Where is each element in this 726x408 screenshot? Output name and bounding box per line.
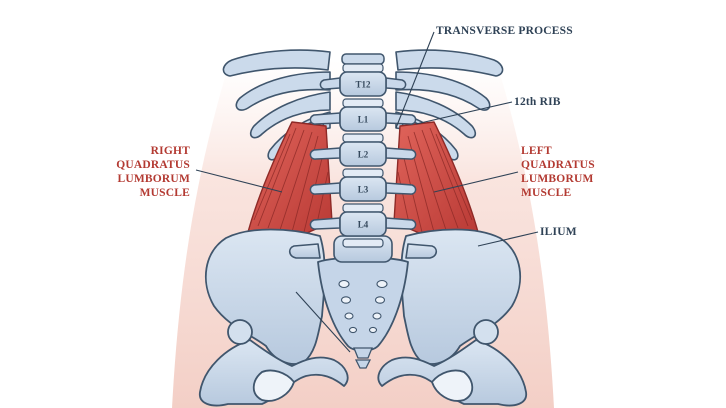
label-line: LUMBORUM: [521, 173, 594, 185]
vertebra-label: T12: [355, 80, 371, 90]
vertebra-label: L4: [358, 220, 369, 230]
transverse-process: [385, 217, 417, 230]
vertebral-body: [339, 106, 387, 132]
label-line: QUADRATUS: [116, 159, 190, 171]
left-quadratus-lumborum: [393, 121, 479, 237]
transverse-process: [309, 217, 341, 230]
vertebral-body: [339, 211, 387, 237]
intervertebral-disc: [342, 98, 384, 108]
label-left-quadratus-lumborum: LEFT QUADRATUS LUMBORUM MUSCLE: [521, 144, 621, 200]
transverse-process: [309, 182, 341, 195]
vertebra-label: L3: [358, 185, 369, 195]
leader-ilium: [477, 231, 539, 247]
ilium: [400, 228, 522, 365]
leader-lines: [195, 31, 539, 353]
vertebra-t12: T12: [319, 63, 407, 97]
vertebra-l4: L4: [309, 203, 417, 237]
label-line: LEFT: [521, 145, 552, 157]
transverse-process: [385, 147, 417, 160]
leader-right-qlm: [195, 169, 283, 193]
transverse-process: [385, 77, 407, 90]
transverse-process: [385, 182, 417, 195]
vertebral-body: [339, 176, 387, 202]
vertebra-l1: L1: [309, 98, 417, 132]
left-rib-cage: [395, 49, 504, 161]
leader-12th-rib: [415, 101, 513, 125]
label-line: MUSCLE: [521, 187, 572, 199]
transverse-process: [309, 147, 341, 160]
label-transverse-process: TRANSVERSE PROCESS: [436, 25, 573, 37]
label-12th-rib: 12th RIB: [514, 96, 561, 108]
vertebral-body: [339, 71, 387, 97]
intervertebral-disc: [342, 133, 384, 143]
intervertebral-disc: [342, 238, 384, 248]
vertebra-l3: L3: [309, 168, 417, 202]
vertebra-label: L2: [358, 150, 369, 160]
label-line: QUADRATUS: [521, 159, 595, 171]
coccyx: [353, 347, 373, 369]
sacrum: [317, 256, 409, 369]
transverse-process: [309, 112, 341, 125]
label-line: RIGHT: [150, 145, 190, 157]
pelvis: [199, 228, 527, 407]
intervertebral-disc: [342, 168, 384, 178]
label-line: MUSCLE: [139, 187, 190, 199]
label-ilium: ILIUM: [540, 226, 577, 238]
label-right-quadratus-lumborum: RIGHT QUADRATUS LUMBORUM MUSCLE: [110, 144, 190, 200]
vertebra-label: L1: [358, 115, 369, 125]
transverse-process: [385, 112, 417, 125]
leader-transverse-process: [395, 31, 435, 129]
vertebra-l2: L2: [309, 133, 417, 167]
intervertebral-disc: [342, 63, 384, 73]
intervertebral-disc: [342, 203, 384, 213]
right-quadratus-lumborum: [247, 121, 333, 237]
leader-sacrum: [295, 291, 351, 353]
transverse-process: [319, 77, 341, 90]
leader-left-qlm: [433, 171, 519, 193]
vertebral-body: [339, 141, 387, 167]
label-line: LUMBORUM: [117, 173, 190, 185]
vertebra-t11: [341, 53, 385, 65]
